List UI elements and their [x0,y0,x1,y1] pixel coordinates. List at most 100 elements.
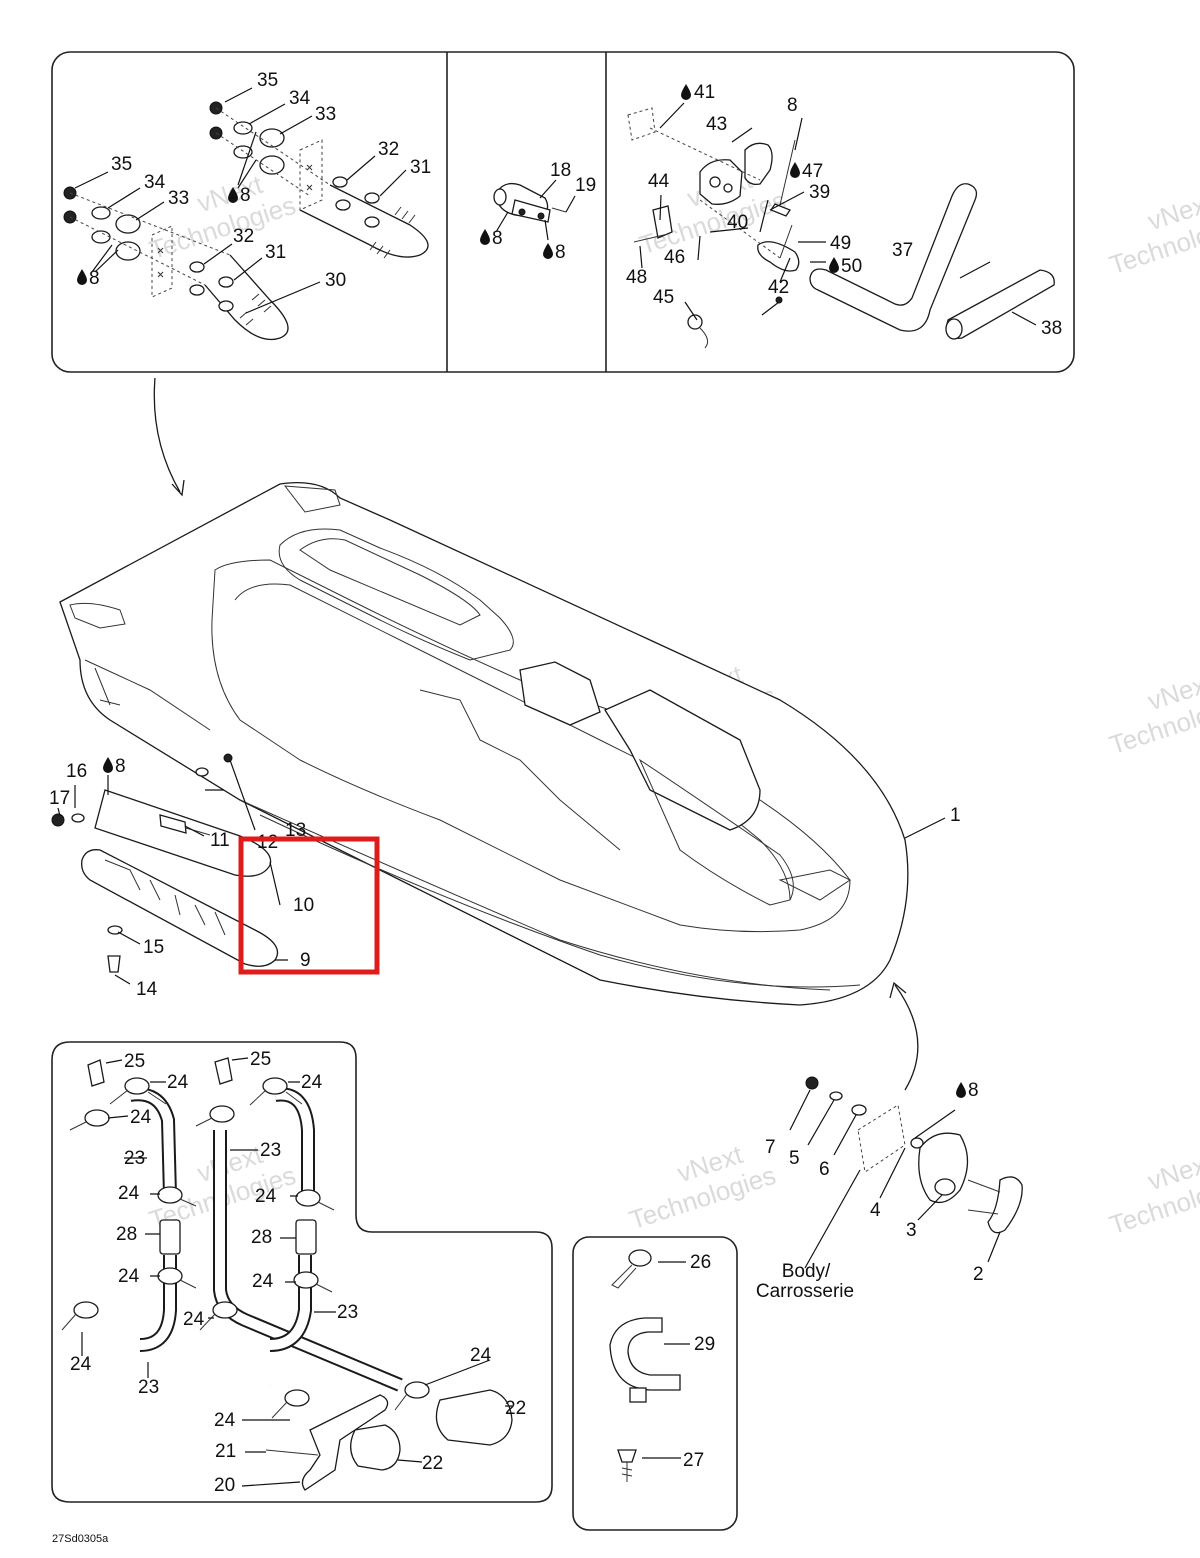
top-panel-frame [51,51,1075,373]
thread-marks [239,293,272,326]
callout-31: 31 [265,242,286,263]
clamp-24 [295,1189,321,1207]
callout-24: 24 [183,1309,205,1330]
callout-24: 24 [118,1183,140,1204]
washer [233,145,253,159]
callout-8: 8 [115,756,126,777]
callout-25: 25 [124,1051,145,1072]
callout-34: 34 [144,172,166,193]
hull-body: 1 [59,481,961,1006]
washer [364,216,380,228]
clips-panel-frame [572,1236,738,1531]
reference-arrow [894,984,919,1091]
screw [518,208,526,216]
footwell-edge [419,689,621,851]
clamp-24 [73,1301,99,1319]
grommet [259,128,285,148]
callout-45: 46 [664,247,685,268]
grommet [115,214,141,234]
hose-panel: 25 25 24 24 24 23 23 24 24 28 28 24 24 2… [51,1041,553,1503]
callout-39: 40 [727,212,748,233]
callout-37: 38 [1041,318,1062,339]
clamp-24 [84,1109,110,1127]
callout-33: 33 [315,104,336,125]
callout-25: 25 [250,1049,271,1070]
callout-35: 35 [111,154,132,175]
lubricant-drop-icon [228,187,238,203]
callout-8: 8 [240,185,251,206]
bracket-screw [633,233,669,243]
washer-6 [851,1104,867,1116]
callout-32: 32 [378,139,399,160]
callout-49: 50 [841,256,862,277]
hull-rear-right [283,485,341,513]
seat-rear [519,661,601,726]
leader-lines [789,1089,1001,1269]
bolt-46 [779,139,796,206]
clamp-24 [124,1077,150,1095]
callout-8: 8 [492,228,503,249]
body-label-line1: Body/ [782,1261,831,1282]
callout-16: 16 [66,761,87,782]
small-nut [775,296,783,304]
callout-24: 24 [255,1186,277,1207]
leader-lines [81,1057,512,1487]
clip-29-base [629,1387,647,1403]
grommet [115,241,141,261]
callout-24: 24 [252,1271,274,1292]
upper-backing-plate [299,139,323,211]
washer [233,121,253,135]
hose-lower-left-inner [139,1255,175,1350]
callout-38: 39 [809,182,830,203]
washer [332,176,348,188]
hose-upper-right-inner [274,1089,313,1195]
callout-28: 28 [116,1224,137,1245]
bracket [652,205,673,239]
callout-27: 27 [683,1450,704,1471]
hull-side-panel [84,659,211,731]
lubricant-drop-icon [829,257,839,273]
callout-8: 47 [802,161,823,182]
upper-u-bolt [299,184,429,258]
callout-19: 19 [575,175,596,196]
hull-rear-left [69,602,126,629]
o-ring-tail [699,327,709,349]
hull-chine-lower [259,814,861,988]
callout-2: 2 [973,1264,984,1285]
clamp-24 [404,1381,430,1399]
leader-lines [639,102,1037,326]
body-label-line2: Carrosserie [756,1281,854,1302]
clamp-tails [61,1089,408,1419]
leader-lines [57,759,288,985]
callout-1: 1 [950,805,961,826]
filter-28 [159,1219,181,1255]
screw [537,212,545,220]
callout-23: 23 [337,1302,358,1323]
callout-33: 33 [168,188,189,209]
screw-14 [107,955,121,973]
callout-8: 8 [968,1080,979,1101]
latch-cover [744,142,773,186]
callout-11: 11 [210,830,230,851]
washer [218,300,234,312]
drain-port [934,1178,956,1196]
top-panel: 35 34 33 32 31 35 34 33 32 31 30 8 8 18 … [51,51,1075,373]
nut-17 [51,813,65,827]
callout-3: 3 [906,1220,917,1241]
callout-44: 45 [653,287,674,308]
callout-34: 34 [289,88,311,109]
callout-24: 24 [167,1072,189,1093]
callout-17: 17 [49,788,70,809]
tie-26 [628,1249,652,1267]
callout-8: 8 [555,242,566,263]
callout-23: 23 [138,1377,159,1398]
bailer-nozzle [493,188,507,206]
callout-29: 29 [694,1334,715,1355]
clip-29 [609,1317,681,1391]
callout-24: 24 [470,1345,492,1366]
hose-lower-right-inner [269,1255,310,1350]
grip-sleeve-end [945,318,963,340]
lubricant-drop-icon [956,1082,966,1098]
bailer-screw [551,207,567,213]
leader-lines [74,87,407,314]
